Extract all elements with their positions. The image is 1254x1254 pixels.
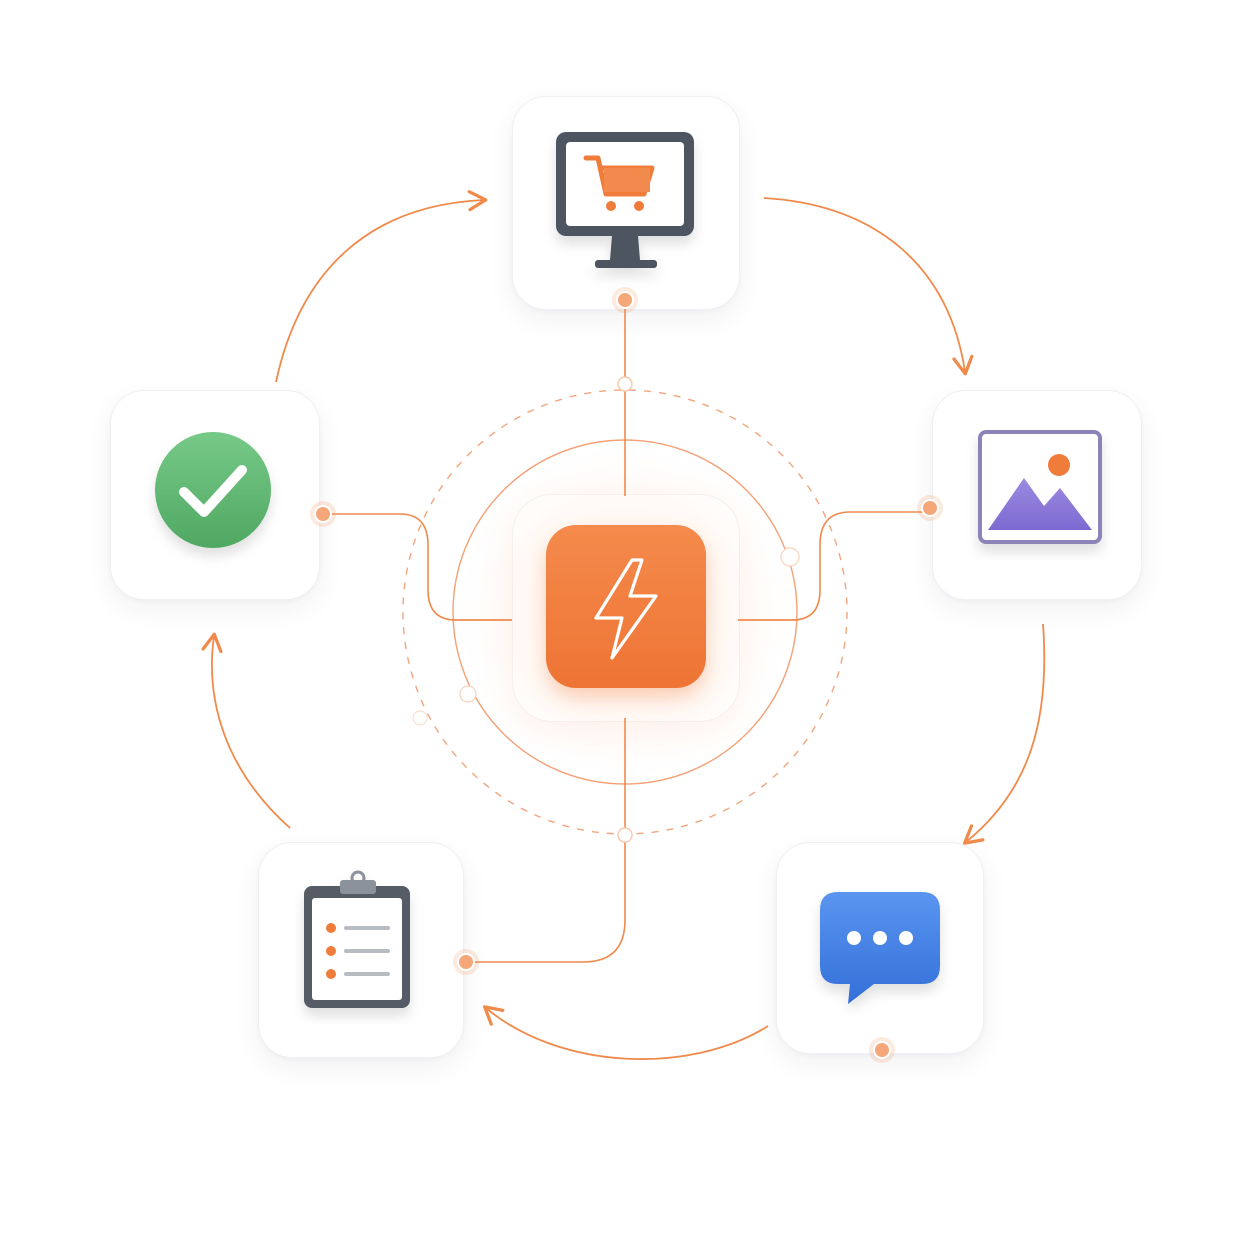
cycle-arrow-chat-to-tasks: [482, 1005, 769, 1060]
cycle-arrow-tasks-to-approve: [201, 632, 291, 829]
shopping-cart-monitor-icon: [556, 132, 694, 268]
cycle-arrow-shop-to-image: [763, 197, 974, 376]
glow-dot-top: [612, 287, 638, 313]
ring-node-left: [459, 685, 477, 703]
glow-dot-image: [917, 495, 943, 521]
image-gallery-icon: [978, 430, 1102, 544]
ring-node-bottom: [617, 827, 633, 843]
connector-image: [738, 511, 930, 621]
connector-approve: [323, 513, 512, 621]
ring-node-top: [617, 376, 633, 392]
cycle-arrow-image-to-chat: [962, 623, 1046, 845]
glow-dot-approve: [310, 501, 336, 527]
checkmark-circle-icon: [155, 432, 271, 548]
cycle-arrow-approve-to-shop: [275, 190, 488, 383]
ring-node-far-left: [412, 710, 428, 726]
clipboard-checklist-icon: [304, 870, 410, 1008]
connector-tasks: [466, 838, 626, 963]
glow-dot-chat: [869, 1037, 895, 1063]
chat-bubble-icon: [820, 892, 940, 1004]
lightning-bolt-icon: [546, 525, 706, 688]
glow-dot-tasks: [453, 949, 479, 975]
ring-node-right: [780, 547, 800, 567]
